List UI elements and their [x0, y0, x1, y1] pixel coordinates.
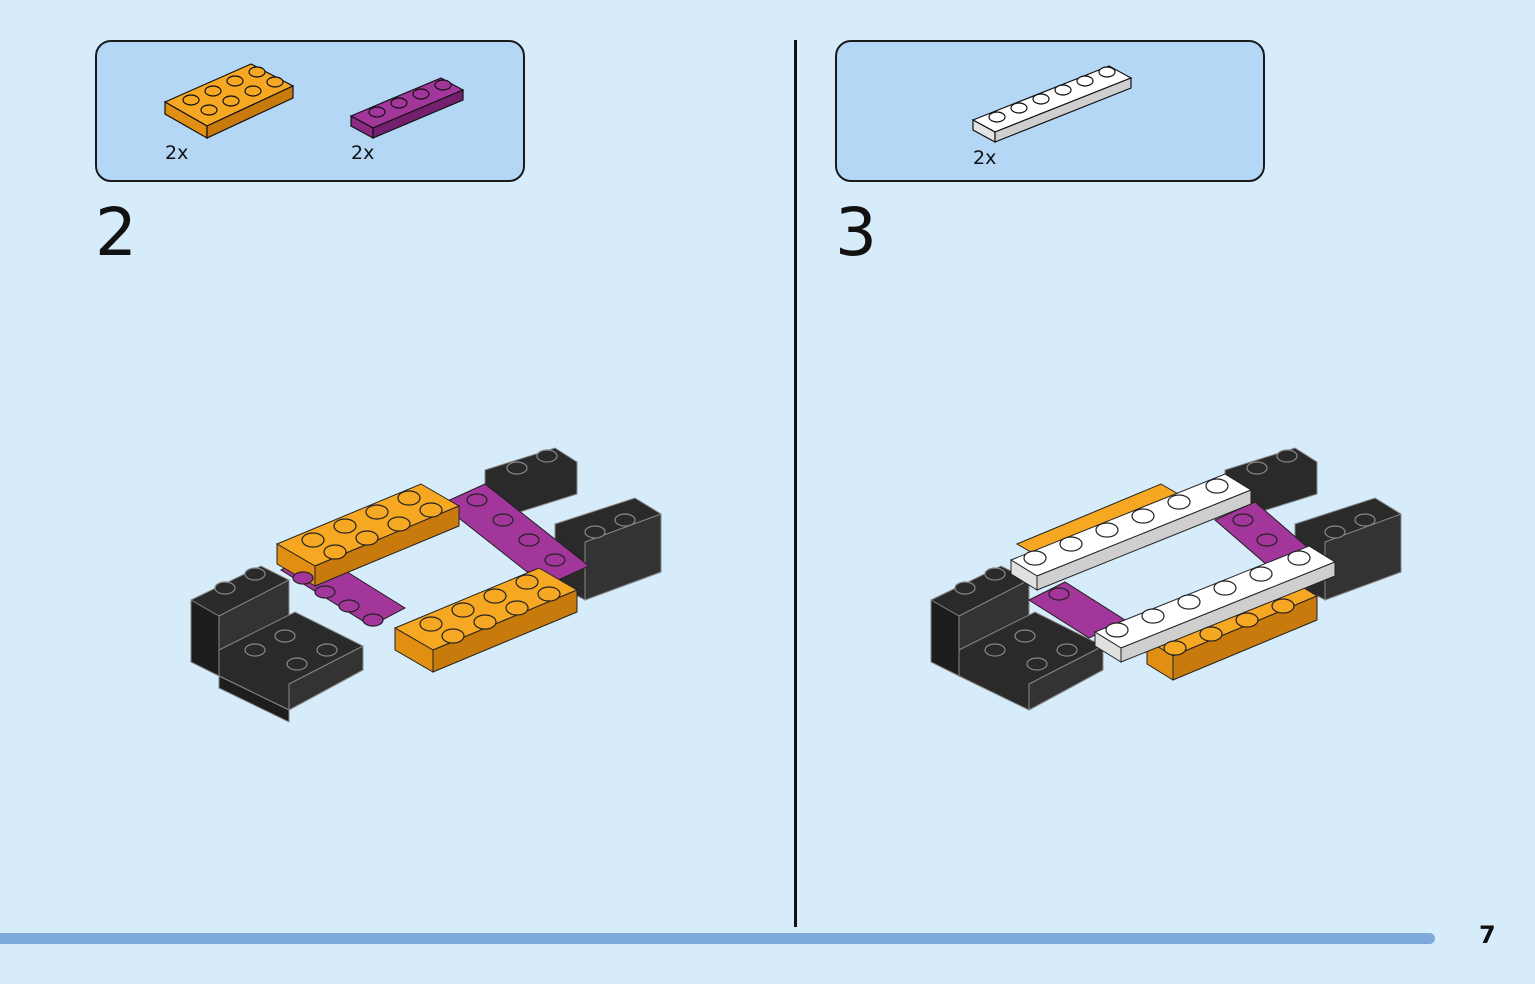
step-number: 3	[835, 194, 877, 271]
step-3-assembly-illustration	[930, 447, 1402, 711]
magenta-plate-1x4-icon	[349, 77, 465, 140]
quantity-label: 2x	[973, 147, 997, 169]
step-2-assembly-illustration	[190, 447, 662, 723]
step-number: 2	[95, 194, 137, 271]
quantity-label: 2x	[351, 142, 375, 164]
parts-callout-step-2: 2x 2x	[95, 40, 525, 182]
orange-plate-2x4-icon	[163, 63, 295, 140]
page-number: 7	[1479, 921, 1496, 949]
parts-callout-step-3: 2x	[835, 40, 1265, 182]
page-footer-bar	[0, 933, 1435, 944]
quantity-label: 2x	[165, 142, 189, 164]
white-plate-1x6-icon	[971, 65, 1133, 144]
page-divider	[794, 40, 797, 927]
